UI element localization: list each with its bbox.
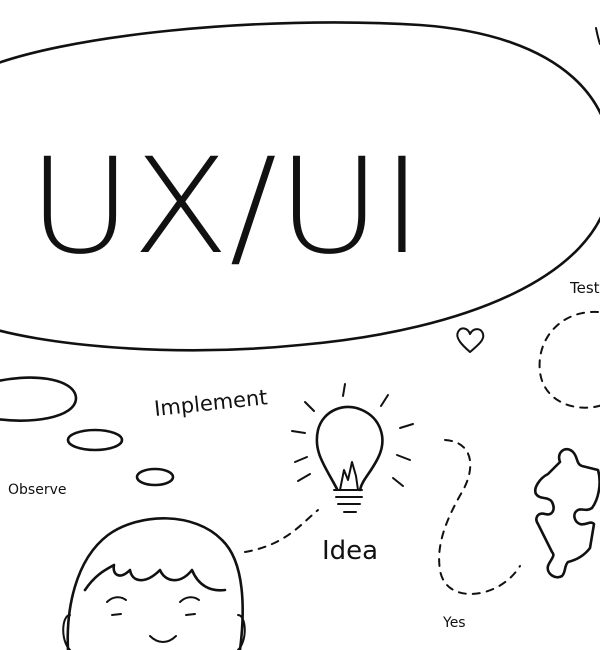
dashed-path-face-to-idea [244, 509, 319, 553]
implement-label: Implement [153, 385, 269, 421]
bubble-trail-medium-icon [66, 428, 124, 452]
boy-face-icon [62, 517, 246, 650]
dashed-wavy-path [438, 439, 521, 595]
bubble-trail-small-icon [135, 467, 175, 487]
corner-squiggle-icon [595, 27, 600, 45]
lightbulb-icon [291, 383, 414, 513]
heart-icon [456, 327, 485, 353]
test-label: Test [569, 279, 600, 297]
yes-label: Yes [442, 615, 466, 631]
page-title: UX/UI [28, 130, 423, 284]
idea-label: Idea [322, 536, 378, 566]
dashed-loop-path [538, 310, 600, 409]
observe-label: Observe [8, 482, 66, 498]
thought-bubble-icon [0, 21, 600, 352]
puzzle-piece-icon [534, 447, 600, 579]
bubble-trail-large-icon [0, 376, 78, 422]
